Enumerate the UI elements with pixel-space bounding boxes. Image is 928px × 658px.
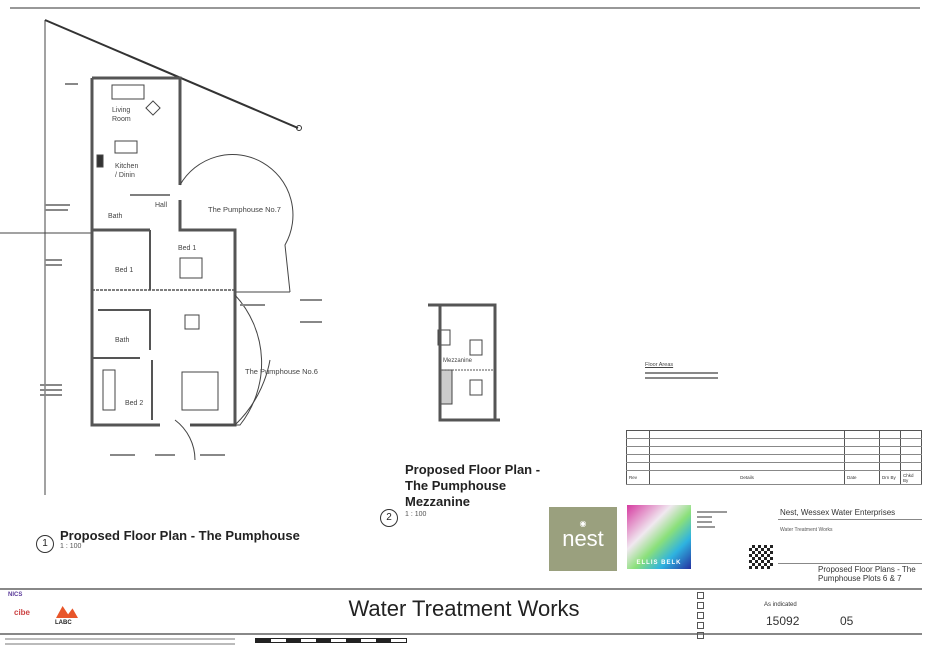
room-label: Bed 1 bbox=[115, 267, 133, 274]
client-name: Nest, Wessex Water Enterprises bbox=[780, 508, 896, 517]
status-checkboxes bbox=[697, 592, 704, 639]
neighbour-label: The Pumphouse No.7 bbox=[208, 205, 281, 214]
room-label: Living bbox=[112, 107, 130, 114]
nest-logo-text: nest bbox=[562, 526, 604, 551]
plan-2-title: Proposed Floor Plan - The Pumphouse Mezz… bbox=[405, 462, 540, 510]
nics-logo: NICS bbox=[8, 592, 23, 598]
site-boundary-diagonal bbox=[44, 19, 299, 129]
plan-2-title-line: Mezzanine bbox=[405, 494, 471, 509]
address-block bbox=[697, 508, 735, 531]
project-name: Water Treatment Works bbox=[780, 527, 833, 533]
project-number: 15092 bbox=[766, 614, 800, 628]
room-label: Bed 1 bbox=[178, 245, 196, 252]
room-label: Mezzanine bbox=[443, 358, 473, 364]
plan-2-title-line: Proposed Floor Plan - bbox=[405, 462, 541, 477]
plan-1-scale: 1 : 100 bbox=[60, 543, 82, 550]
drawing-title-line: Pumphouse Plots 6 & 7 bbox=[818, 574, 902, 583]
cibe-logo: cibe bbox=[14, 608, 31, 617]
plan-2-scale: 1 : 100 bbox=[405, 511, 427, 518]
room-label: Kitchen bbox=[115, 163, 138, 170]
scale-value: As indicated bbox=[764, 602, 797, 608]
floor-plan-2 bbox=[428, 303, 500, 422]
ellis-belk-logo: ELLIS BELK bbox=[627, 505, 691, 569]
room-label: Bed 2 bbox=[125, 400, 143, 407]
room-label: Room bbox=[112, 116, 131, 123]
details-header: Details bbox=[649, 470, 845, 485]
drawing-title-line: Proposed Floor Plans - The bbox=[818, 565, 916, 574]
drawing-title: Proposed Floor Plans - The Pumphouse Plo… bbox=[818, 565, 916, 583]
scale-bar bbox=[255, 638, 407, 643]
room-label: / Dinin bbox=[115, 172, 135, 179]
drawing-number: 05 bbox=[840, 614, 854, 628]
plan-2-title-line: The Pumphouse bbox=[405, 478, 507, 493]
nest-logo: ◉ nest bbox=[549, 507, 617, 571]
floor-areas-heading: Floor Areas bbox=[645, 362, 674, 368]
plan-2-number: 2 bbox=[380, 509, 398, 527]
drawn-by-header: Drn By bbox=[879, 470, 901, 485]
sheet-title: Water Treatment Works bbox=[348, 596, 580, 621]
date-header: Date bbox=[844, 470, 880, 485]
checked-by-header: Chkd By bbox=[900, 470, 922, 485]
plan-1-number: 1 bbox=[36, 535, 54, 553]
room-label: Hall bbox=[155, 202, 168, 209]
neighbour-label: The Pumphouse No.6 bbox=[245, 367, 318, 376]
qr-code bbox=[749, 545, 773, 569]
ellis-logo-text: ELLIS BELK bbox=[636, 560, 682, 566]
revision-table: Rev Details Date Drn By Chkd By bbox=[626, 430, 922, 485]
rev-header: Rev bbox=[626, 470, 650, 485]
room-label: Bath bbox=[115, 337, 130, 344]
plan-1-title: Proposed Floor Plan - The Pumphouse bbox=[60, 528, 300, 543]
floor-plan-1 bbox=[90, 76, 237, 427]
labc-logo: LABC bbox=[55, 620, 72, 626]
room-label: Bath bbox=[108, 213, 123, 220]
